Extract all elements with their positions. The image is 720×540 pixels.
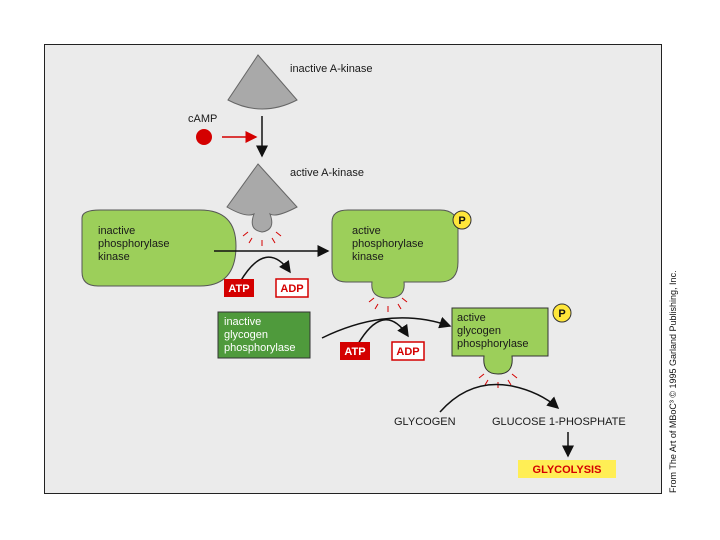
active-a-kinase-shape <box>226 163 298 233</box>
inactive-glycogen-phosphorylase-label-1: inactive <box>224 316 261 328</box>
active-phosphorylase-kinase-label-2: phosphorylase <box>352 238 424 250</box>
inactive-phosphorylase-kinase-label-2: phosphorylase <box>98 238 170 250</box>
camp-molecule <box>196 129 212 145</box>
camp-label: cAMP <box>188 113 217 125</box>
a-kinase-activity-burst <box>242 231 282 246</box>
active-phosphorylase-kinase-shape <box>331 209 459 299</box>
adp-box-1 <box>275 278 309 298</box>
active-glycogen-phosphorylase-label-3: phosphorylase <box>457 338 529 350</box>
inactive-glycogen-phosphorylase-label-3: phosphorylase <box>224 342 296 354</box>
phosphorylation-arrow-2 <box>321 316 452 339</box>
active-a-kinase-label: active A-kinase <box>290 167 364 179</box>
inactive-glycogen-phosphorylase-label-2: glycogen <box>224 329 268 341</box>
active-phosphorylase-kinase-label-3: kinase <box>352 251 384 263</box>
atp-adp-curve-2 <box>357 319 409 345</box>
atp-adp-curve-1 <box>239 256 291 283</box>
active-glycogen-phosphorylase-label-1: active <box>457 312 486 324</box>
glycogen-breakdown-arrow <box>439 383 560 413</box>
atp-label-1: ATP <box>228 283 249 295</box>
adp-label-2: ADP <box>396 346 419 358</box>
phosphate-label-1: P <box>458 215 465 227</box>
active-phosphorylase-kinase-label-1: active <box>352 225 381 237</box>
phosphate-group-1 <box>452 210 472 230</box>
glycolysis-highlight <box>518 460 616 478</box>
inactive-phosphorylase-kinase-label-3: kinase <box>98 251 130 263</box>
glycolysis-label: GLYCOLYSIS <box>533 464 602 476</box>
glucose-1-phosphate-label: GLUCOSE 1-PHOSPHATE <box>492 416 626 428</box>
copyright-credit: From The Art of MBoC³ © 1995 Garland Pub… <box>668 270 678 493</box>
phosphate-label-2: P <box>558 308 565 320</box>
active-glycogen-phosphorylase-shape <box>451 307 549 375</box>
adp-label-1: ADP <box>280 283 303 295</box>
active-glycogen-phosphorylase-label-2: glycogen <box>457 325 501 337</box>
inactive-a-kinase-shape <box>227 54 298 110</box>
atp-box-2 <box>340 342 370 360</box>
phosphorylase-kinase-activity-burst <box>368 297 408 312</box>
inactive-phosphorylase-kinase-label-1: inactive <box>98 225 135 237</box>
inactive-glycogen-phosphorylase-shape <box>217 311 311 359</box>
inactive-phosphorylase-kinase-shape <box>81 209 237 287</box>
atp-box-1 <box>224 279 254 297</box>
inactive-a-kinase-label: inactive A-kinase <box>290 63 373 75</box>
glycogen-label: GLYCOGEN <box>394 416 456 428</box>
atp-label-2: ATP <box>344 346 365 358</box>
adp-box-2 <box>391 341 425 361</box>
phosphate-group-2 <box>552 303 572 323</box>
